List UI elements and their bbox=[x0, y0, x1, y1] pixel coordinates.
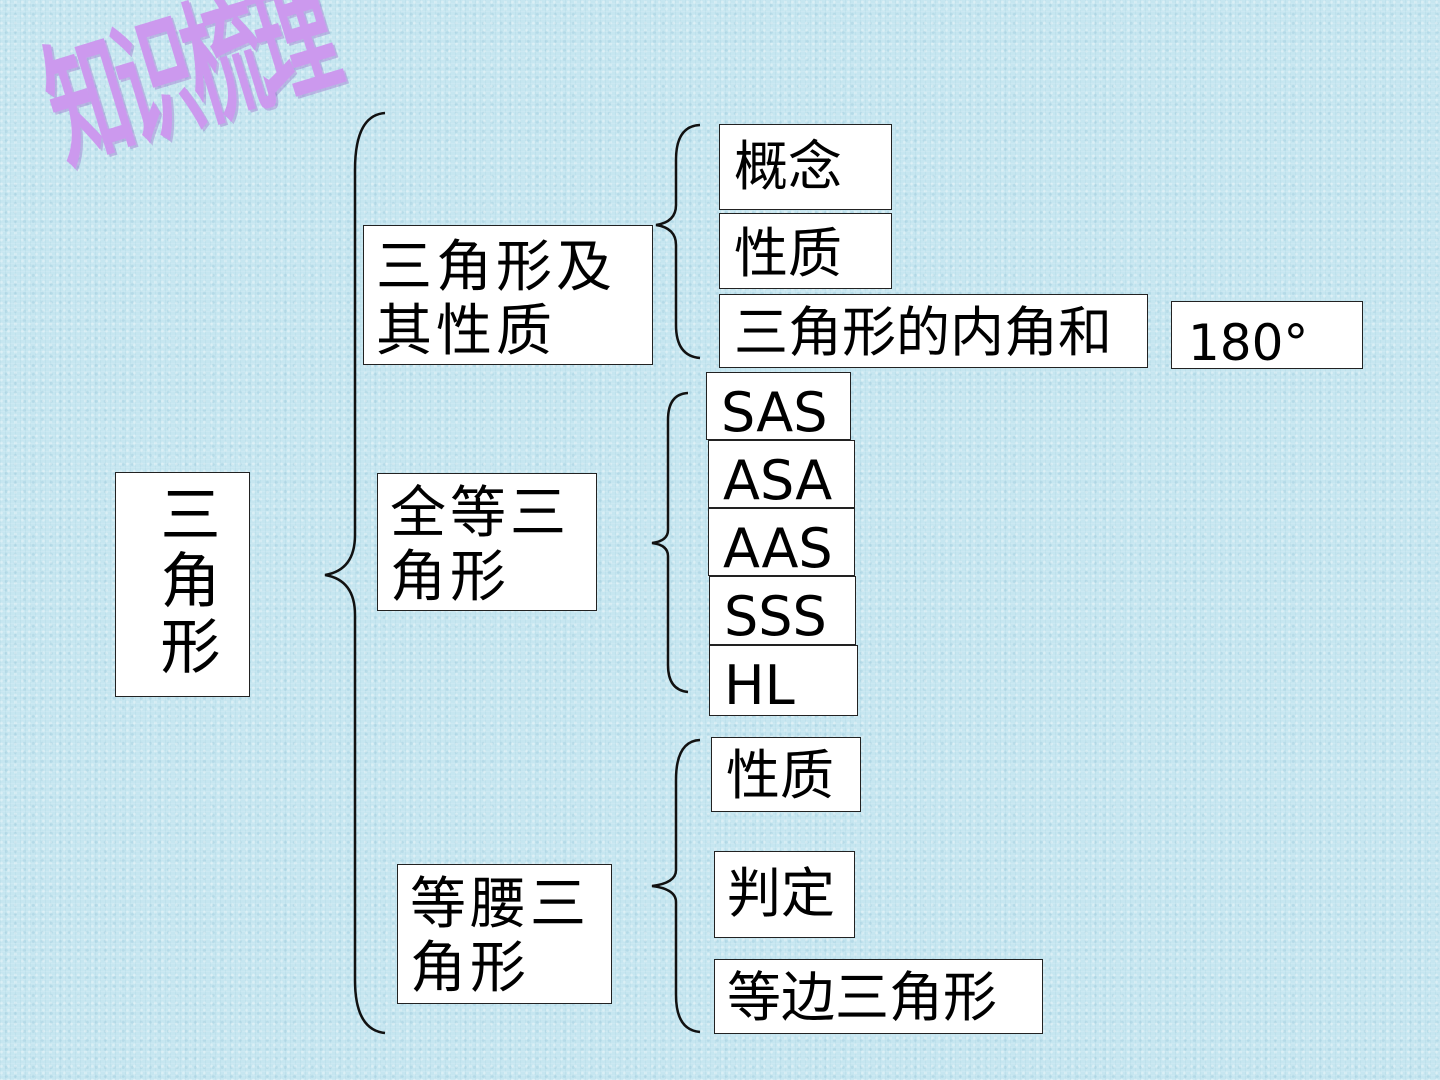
item-equilateral: 等边三角形 bbox=[714, 959, 1043, 1034]
item-angle-sum-label: 三角形的内角和 bbox=[734, 301, 1112, 364]
item-sss: SSS bbox=[709, 576, 856, 645]
branch-box-3: 等腰三角形 bbox=[397, 864, 612, 1004]
branch-label-1: 三角形及其性质 bbox=[376, 235, 616, 364]
item-properties-1-label: 性质 bbox=[734, 222, 842, 285]
item-properties-1: 性质 bbox=[719, 213, 892, 289]
item-180-degrees-label: 180° bbox=[1188, 314, 1309, 369]
main-brace bbox=[324, 111, 386, 1035]
branch-box-2: 全等三角形 bbox=[377, 473, 597, 611]
item-sss-label: SSS bbox=[724, 585, 827, 645]
item-equilateral-label: 等边三角形 bbox=[727, 966, 997, 1029]
item-sas-label: SAS bbox=[721, 381, 828, 440]
item-determination-label: 判定 bbox=[727, 862, 835, 925]
root-box: 三角形 bbox=[115, 472, 250, 697]
item-properties-2-label: 性质 bbox=[726, 744, 834, 807]
item-hl-label: HL bbox=[724, 654, 795, 716]
item-180-degrees: 180° bbox=[1171, 301, 1363, 369]
branch-label-3: 等腰三角形 bbox=[410, 872, 590, 1001]
brace-branch-2 bbox=[651, 391, 689, 694]
item-aas: AAS bbox=[708, 508, 855, 576]
item-determination: 判定 bbox=[714, 851, 855, 938]
brace-branch-1 bbox=[655, 123, 701, 360]
item-concept-label: 概念 bbox=[734, 135, 842, 198]
item-sas: SAS bbox=[706, 372, 851, 440]
item-properties-2: 性质 bbox=[711, 737, 861, 812]
root-label: 三角形 bbox=[150, 483, 220, 681]
branch-box-1: 三角形及其性质 bbox=[363, 225, 653, 365]
item-angle-sum: 三角形的内角和 bbox=[719, 294, 1148, 368]
brace-branch-3 bbox=[651, 738, 701, 1034]
item-hl: HL bbox=[709, 645, 858, 716]
branch-label-2: 全等三角形 bbox=[390, 481, 570, 610]
item-aas-label: AAS bbox=[723, 517, 833, 576]
item-asa: ASA bbox=[708, 440, 855, 508]
item-asa-label: ASA bbox=[723, 449, 833, 508]
item-concept: 概念 bbox=[719, 124, 892, 210]
